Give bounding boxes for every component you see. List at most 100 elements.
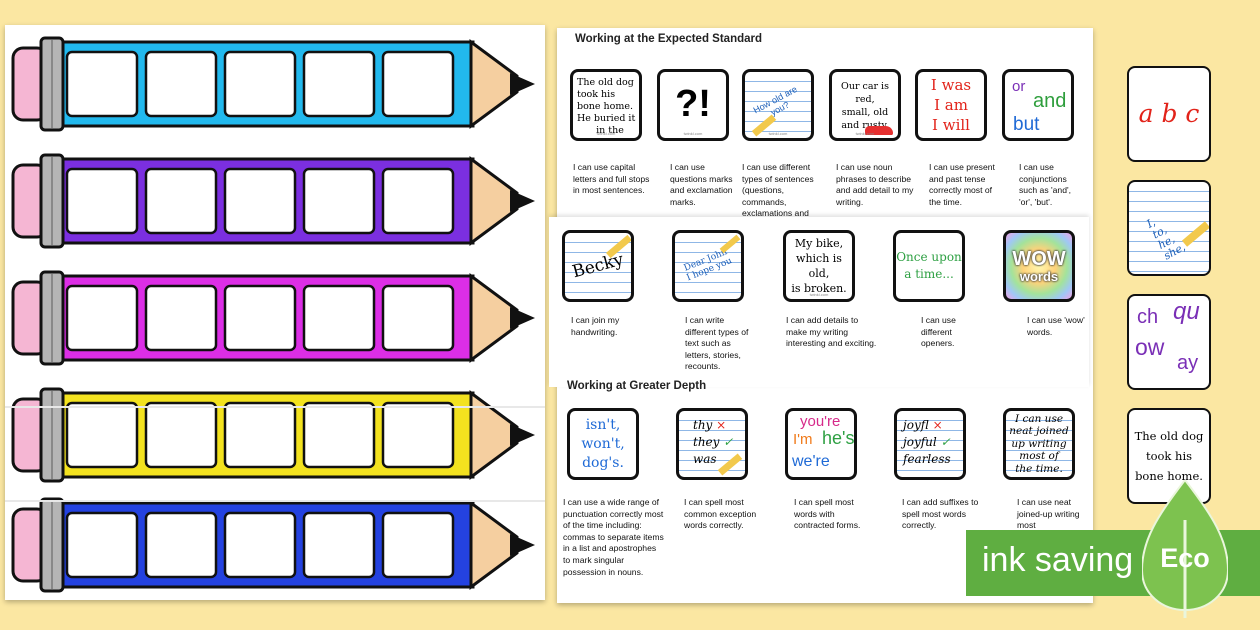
noun-phrases-card: Our car is red, small, old and rusty. tw… xyxy=(829,69,901,141)
pencil-box xyxy=(381,511,455,579)
watermark: twinkl.com xyxy=(855,131,875,136)
art-line: My bike, xyxy=(794,237,844,250)
pencil-box xyxy=(65,50,139,118)
pencil-box xyxy=(223,167,297,235)
art-line: The old dog xyxy=(1134,429,1204,443)
openers-caption: I can use different openers. xyxy=(921,315,956,349)
art-line: dog's. xyxy=(582,454,624,471)
pencil-box xyxy=(302,167,376,235)
art-line: most of xyxy=(1019,450,1059,463)
pencil-sheet xyxy=(5,25,545,600)
joined-up-caption: I can use neat joined-up writing most xyxy=(1017,497,1080,531)
art-line: they xyxy=(693,435,720,449)
pencil-wood xyxy=(469,273,519,363)
wow-words-card: WOW words xyxy=(1003,230,1075,302)
art-line: and rusty. xyxy=(841,120,889,131)
tense-card: I was I am I will xyxy=(915,69,987,141)
question-marks-card: ?! twinkl.com xyxy=(657,69,729,141)
sheet-fold xyxy=(5,406,545,408)
art-word: but xyxy=(1013,114,1040,135)
text-types-card: Dear John I hope you xyxy=(672,230,744,302)
join-handwriting-card: Becky xyxy=(562,230,634,302)
art-line: joyful xyxy=(903,435,937,449)
sheet-fold xyxy=(5,500,545,502)
pencil-wood xyxy=(469,156,519,246)
suffixes-caption: I can add suffixes to spell most words c… xyxy=(902,497,979,531)
art-word: or xyxy=(1012,78,1026,95)
watermark: twinkl.com xyxy=(596,131,616,136)
pencil-strips xyxy=(11,36,535,593)
cross-mark: × xyxy=(932,418,943,432)
exception-words-caption: I can spell most common exception words … xyxy=(684,497,757,531)
art-line: in the garden. xyxy=(591,125,628,138)
contractions-caption: I can spell most words with contracted f… xyxy=(794,497,861,531)
assessment-sheet: Working at the Expected Standard The old… xyxy=(549,28,1093,603)
pencil-box xyxy=(381,167,455,235)
pencil-box xyxy=(144,401,218,469)
add-details-card: My bike, which is old, is broken. twinkl… xyxy=(783,230,855,302)
art-line: I will xyxy=(932,116,970,134)
art-line: fearless xyxy=(903,452,951,466)
pencil-box xyxy=(144,167,218,235)
art-line: the time. xyxy=(1015,462,1063,475)
eco-banner-text: ink saving xyxy=(982,541,1134,579)
art-word: and xyxy=(1033,90,1067,112)
art-word: WOW xyxy=(1012,247,1066,270)
art-line: small, old xyxy=(841,107,889,118)
pencil-icon xyxy=(1181,221,1209,247)
art-line: which is old, xyxy=(796,252,842,280)
pencil-box xyxy=(302,401,376,469)
art-line: Once upon xyxy=(896,250,962,264)
art-line: The old dog xyxy=(577,77,634,88)
sentence-types-card: How old are you? twinkl.com xyxy=(742,69,814,141)
pencil-box xyxy=(302,511,376,579)
pencil-box xyxy=(302,50,376,118)
side-card-sentence: The old dog took his bone home. xyxy=(1127,408,1211,504)
pencil-lead xyxy=(510,534,535,556)
pencil-box xyxy=(223,50,297,118)
art-line: thy xyxy=(693,418,713,432)
art-word: ay xyxy=(1177,352,1199,374)
punctuation-caption: I can use a wide range of punctuation co… xyxy=(563,497,664,577)
join-handwriting-caption: I can join my handwriting. xyxy=(571,315,620,337)
red-car-icon xyxy=(865,126,893,135)
art-word: words xyxy=(1019,268,1059,284)
art-line: Our car is red, xyxy=(841,81,889,105)
tense-caption: I can use present and past tense correct… xyxy=(929,162,995,207)
pencil-box xyxy=(223,401,297,469)
art-line: neat joined xyxy=(1009,425,1069,438)
pencil-box xyxy=(223,511,297,579)
art-line: joyfl xyxy=(903,418,929,432)
pencil-box xyxy=(381,50,455,118)
pencil-lead xyxy=(510,307,535,329)
capital-letters-caption: I can use capital letters and full stops… xyxy=(573,162,650,196)
pencil-lead xyxy=(510,73,535,95)
watermark: twinkl.com xyxy=(768,131,788,136)
openers-card: Once upon a time... xyxy=(893,230,965,302)
side-card-words: I, to, he, she, xyxy=(1127,180,1211,276)
art-line: I was xyxy=(930,76,972,94)
art-word: ow xyxy=(1135,334,1165,360)
pencil-box xyxy=(381,401,455,469)
art-line: up writing xyxy=(1011,437,1067,450)
art-line: was xyxy=(693,452,717,466)
wow-words-caption: I can use 'wow' words. xyxy=(1027,315,1085,337)
pencil-lead xyxy=(510,190,535,212)
pencil-box xyxy=(144,511,218,579)
watermark: twinkl.com xyxy=(809,292,829,297)
pencil-box xyxy=(65,167,139,235)
art-line: He buried it xyxy=(577,113,636,124)
pencil-wood xyxy=(469,39,519,129)
art-line: won't, xyxy=(581,435,625,452)
joined-up-card: I can use neat joined up writing most of… xyxy=(1003,408,1075,480)
art-line: isn't, xyxy=(585,416,621,433)
art-word: a b c xyxy=(1138,99,1200,129)
punctuation-card: isn't, won't, dog's. xyxy=(567,408,639,480)
art-line: took his xyxy=(1145,449,1193,463)
pencil-box xyxy=(144,284,218,352)
noun-phrases-caption: I can use noun phrases to describe and a… xyxy=(836,162,914,207)
expected-heading: Working at the Expected Standard xyxy=(575,33,763,45)
art-line: took his xyxy=(577,89,616,100)
side-card-abc: a b c xyxy=(1127,66,1211,162)
art-word: you're xyxy=(800,413,841,430)
